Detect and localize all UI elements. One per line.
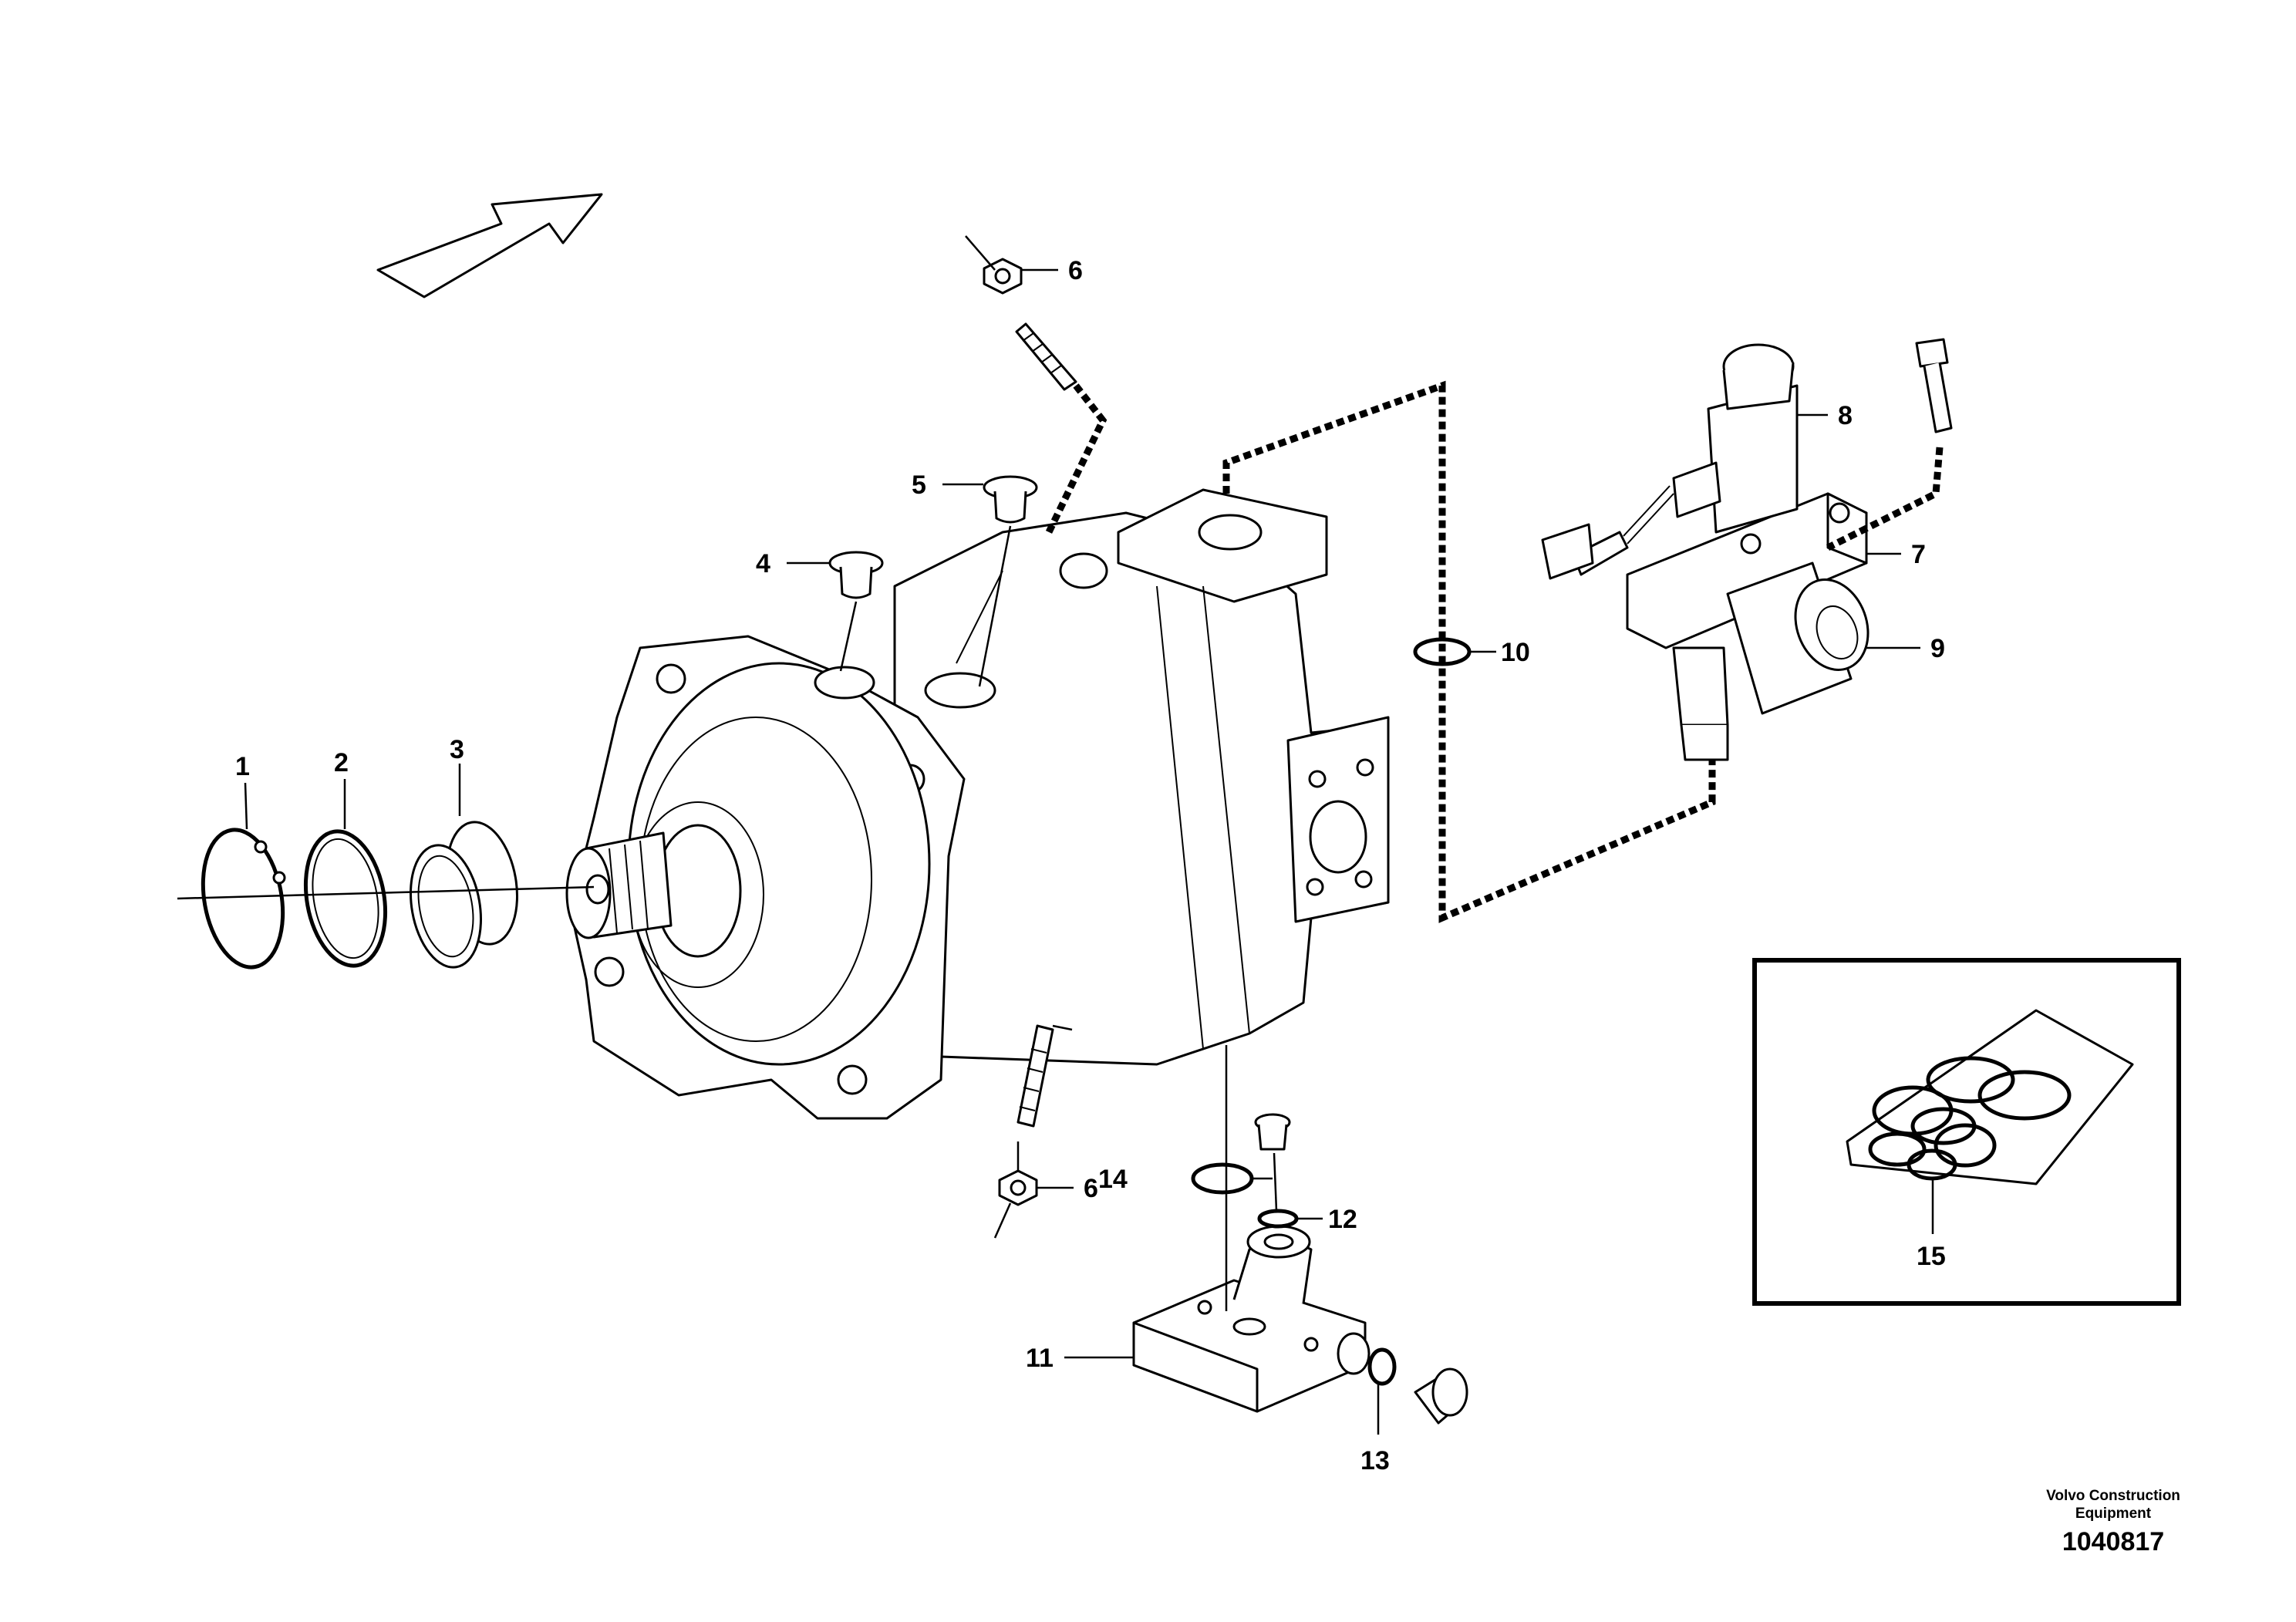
callout-11: 11 [1026,1344,1054,1373]
callout-1: 1 [235,752,250,781]
bolt-7 [1915,338,1953,433]
callout-13: 13 [1360,1446,1390,1475]
callout-6-upper: 6 [1068,256,1083,285]
stud-6-lower [1017,1024,1054,1128]
seal-ring-set [1868,1056,2072,1181]
valve-block-7 [1626,492,1868,761]
seal-kit-box [1752,958,2181,1306]
stud-6-upper [1015,322,1077,391]
callout-12: 12 [1328,1205,1357,1234]
plug-13 [1414,1367,1468,1425]
solenoid-8 [1541,343,1799,580]
o-ring-13 [1367,1347,1397,1386]
plug-5 [983,475,1038,524]
callout-15: 15 [1917,1242,1946,1271]
direction-arrow-icon [376,193,603,298]
manifold-block-11 [1132,1225,1371,1413]
hydraulic-motor [565,488,1390,1120]
callout-4: 4 [756,549,770,578]
credit-line-1: Volvo Construction [2046,1488,2180,1504]
callout-14: 14 [1098,1165,1128,1194]
callout-6-lower: 6 [1084,1174,1098,1203]
plug-12 [1254,1113,1291,1151]
callout-10: 10 [1501,638,1530,667]
nut-6-lower [998,1169,1038,1206]
callout-8: 8 [1838,401,1853,430]
document-number: 1040817 [2062,1527,2164,1556]
ring-2 [303,829,388,968]
callout-9: 9 [1930,634,1945,663]
o-ring-10 [1413,637,1472,666]
sleeve-3 [409,821,519,969]
o-ring-12 [1257,1209,1299,1229]
o-ring-14 [1191,1162,1254,1195]
callout-5: 5 [912,470,926,500]
callout-2: 2 [334,748,349,777]
callout-3: 3 [450,735,464,764]
callout-7: 7 [1911,540,1926,569]
circlip-ring-1 [201,828,286,969]
credit-line-2: Equipment [2075,1506,2152,1522]
cartridge-valve-9 [1726,561,1870,715]
plug-4 [828,551,884,599]
